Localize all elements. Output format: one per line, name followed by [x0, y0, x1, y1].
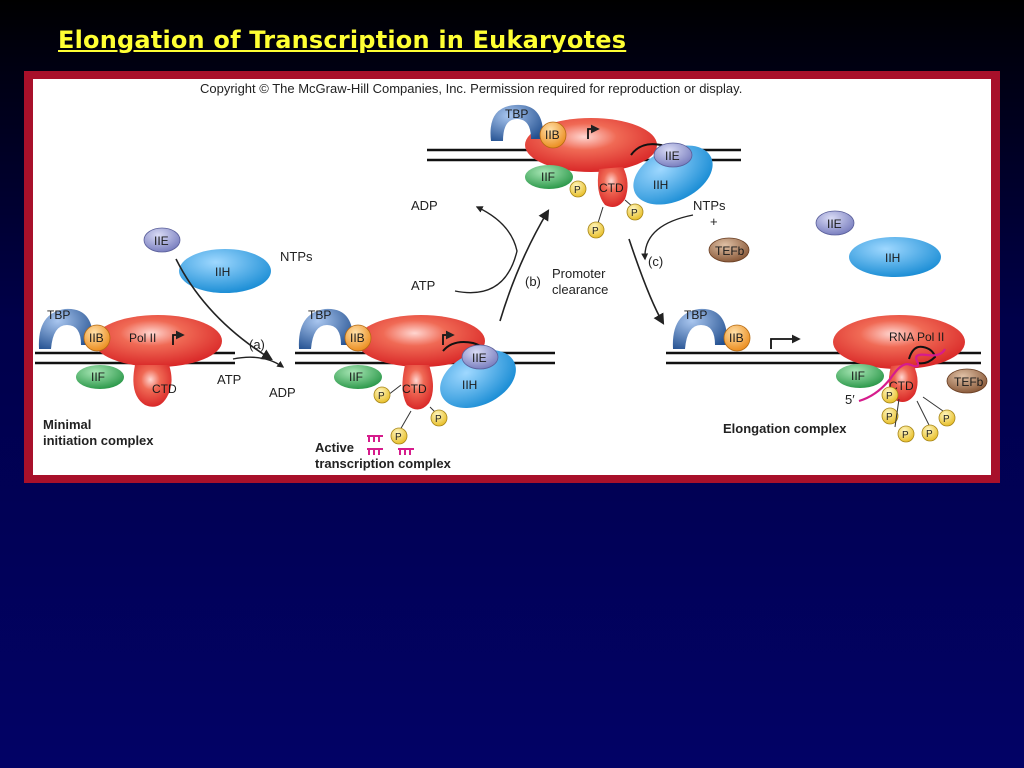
rna-pol2-label: RNA Pol II: [889, 330, 944, 344]
iie-shape: [461, 344, 499, 370]
minimal-label-2: initiation complex: [43, 433, 154, 448]
active-transcription-complex: IIH IIE CTD TBP IIB IIF P P P Active tra…: [295, 308, 555, 471]
ctd-label-active: CTD: [402, 382, 427, 396]
iif-label-active: IIF: [349, 370, 363, 384]
iib-label-active: IIB: [350, 331, 365, 345]
iib-label-top: IIB: [545, 128, 560, 142]
p-label-top-3: P: [592, 226, 599, 237]
iib-label-elong: IIB: [729, 331, 744, 345]
free-iih-shape: [179, 249, 271, 293]
elongation-label: Elongation complex: [723, 421, 847, 436]
step-c-label: (c): [648, 254, 663, 269]
copyright-text: Copyright © The McGraw-Hill Companies, I…: [200, 81, 742, 96]
pol2-shape: [94, 315, 222, 367]
tbp-label-top: TBP: [505, 107, 528, 121]
free-iie-label: IIE: [154, 234, 169, 248]
rna-transcript: [858, 348, 946, 403]
active-label-2: transcription complex: [315, 456, 452, 471]
p-label-e1: P: [886, 391, 893, 402]
adp-label-b: ADP: [411, 198, 438, 213]
p-label-3: P: [395, 432, 402, 443]
step-b-label: (b): [525, 274, 541, 289]
active-label-1: Active: [315, 440, 354, 455]
iif-label-elong: IIF: [851, 369, 865, 383]
promoter-label-1: Promoter: [552, 266, 606, 281]
ntp-ticks: [367, 435, 414, 455]
free-iie-shape: [143, 227, 181, 253]
ctd-label-top: CTD: [599, 181, 624, 195]
pol2-label: Pol II: [129, 331, 156, 345]
tefb-label-elong: TEFb: [954, 375, 984, 389]
tbp-shape: [38, 308, 94, 349]
ctd-shape: [133, 365, 172, 407]
minimal-label-1: Minimal: [43, 417, 91, 432]
p-label-1: P: [378, 391, 385, 402]
free-iih-label: IIH: [215, 265, 230, 279]
ntps-label-c: NTPs: [693, 198, 726, 213]
step-b-arrow: ADP ATP (b) Promoter clearance: [411, 198, 608, 322]
tbp-label-active: TBP: [308, 308, 331, 322]
p-label-top-1: P: [574, 185, 581, 196]
free-tefb-shape: [708, 237, 750, 263]
iie-label: IIE: [472, 351, 487, 365]
elongation-complex: TBP IIB RNA Pol II CTD IIF TEFb 5′ P P P…: [666, 308, 988, 443]
atp-label-b: ATP: [411, 278, 435, 293]
plus-label: +: [710, 214, 718, 229]
iie-label-top: IIE: [665, 149, 680, 163]
released-iih-label: IIH: [885, 251, 900, 265]
tbp-label: TBP: [47, 308, 70, 322]
released-iie-label: IIE: [827, 217, 842, 231]
released-iih-shape: [849, 237, 941, 277]
iif-shape: [76, 365, 124, 389]
step-c-arrow: (c) NTPs + TEFb: [628, 198, 750, 325]
iib-label: IIB: [89, 331, 104, 345]
ntps-label-a: NTPs: [280, 249, 313, 264]
p-label-top-2: P: [631, 208, 638, 219]
adp-label-a: ADP: [269, 385, 296, 400]
ctd-label: CTD: [152, 382, 177, 396]
iih-shape: [440, 349, 516, 409]
p-label-e4: P: [926, 429, 933, 440]
five-prime-label: 5′: [845, 392, 855, 407]
iih-label-top: IIH: [653, 178, 668, 192]
released-iie-shape: [815, 210, 855, 236]
iih-label: IIH: [462, 378, 477, 392]
p-label-e2: P: [886, 412, 893, 423]
step-a-arrow: (a) ATP ADP: [175, 258, 296, 400]
iib-shape: [83, 324, 111, 352]
figure-panel: Copyright © The McGraw-Hill Companies, I…: [33, 79, 991, 475]
promoter-clearance-complex: IIH IIE CTD TBP IIB IIF P P P: [427, 104, 741, 239]
iif-label: IIF: [91, 370, 105, 384]
p-label-e3: P: [902, 430, 909, 441]
minimal-initiation-complex: CTD Pol II TBP IIB IIF Minimal initiatio…: [35, 308, 235, 448]
p-label-2: P: [435, 414, 442, 425]
free-tefb-label: TEFb: [715, 244, 745, 258]
atp-label-a: ATP: [217, 372, 241, 387]
slide-title: Elongation of Transcription in Eukaryote…: [58, 26, 627, 54]
promoter-label-2: clearance: [552, 282, 608, 297]
tbp-label-elong: TBP: [684, 308, 707, 322]
iif-label-top: IIF: [541, 170, 555, 184]
step-a-label: (a): [249, 337, 265, 352]
p-label-e5: P: [943, 414, 950, 425]
